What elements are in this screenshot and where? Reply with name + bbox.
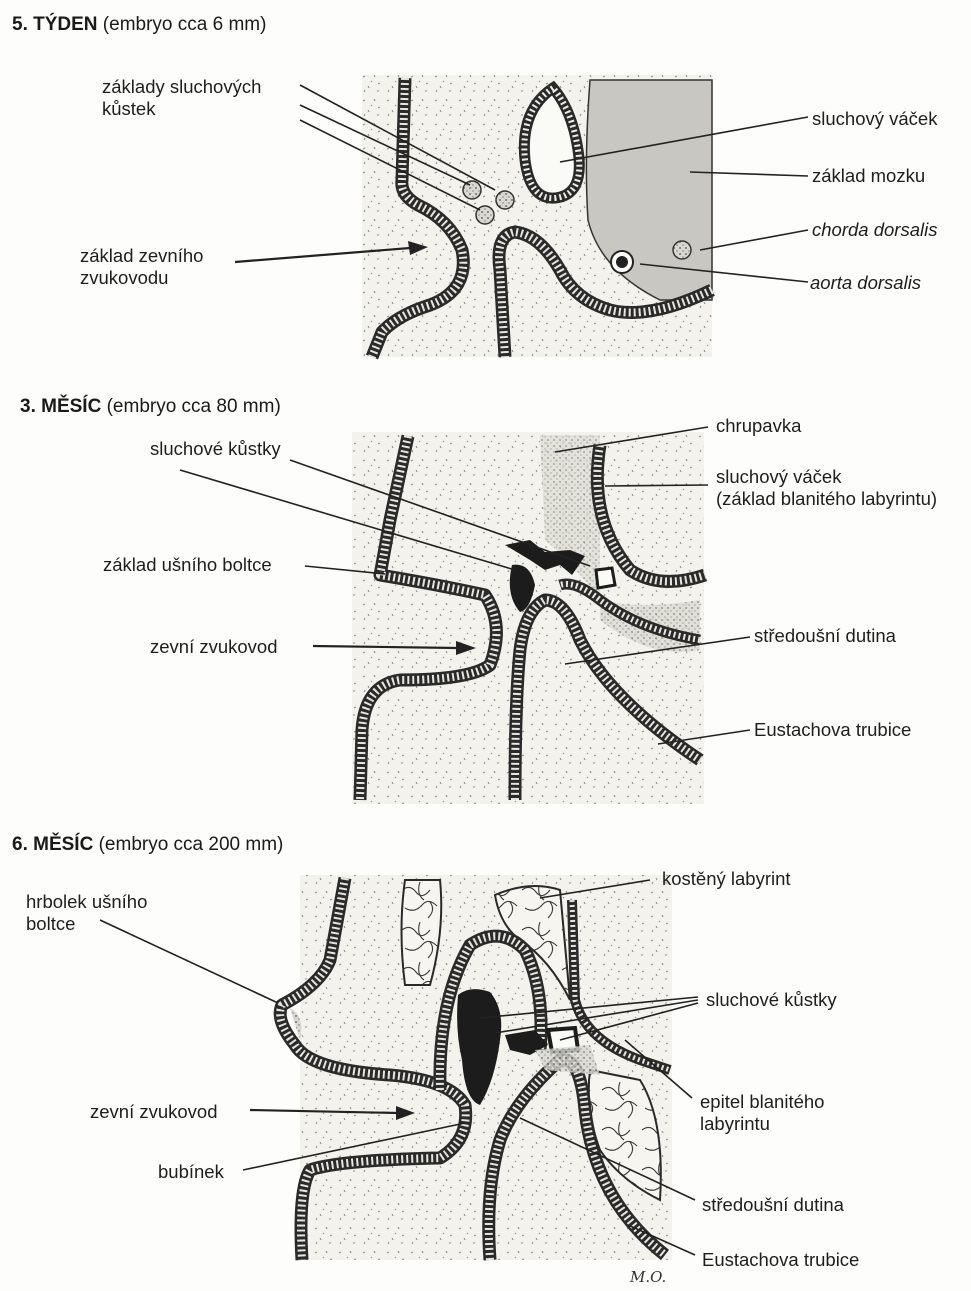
label-chorda-dorsalis: chorda dorsalis (812, 219, 937, 241)
panel-1-title-stage: 5. TÝDEN (12, 14, 98, 35)
label-brain-base-text: základ mozku (812, 165, 925, 187)
label-ossicle-bases-line-2: kůstek (102, 98, 261, 120)
label-outer-canal-base: základ zevního zvukovodu (80, 245, 203, 289)
label-eustachian-3-text: Eustachova trubice (702, 1249, 859, 1271)
panel-2-drawing (352, 432, 705, 804)
label-eustachian-3: Eustachova trubice (702, 1249, 859, 1271)
panel-3-drawing (280, 875, 672, 1260)
panel-1-drawing (362, 75, 712, 357)
label-otic-vesicle-2-line-2: (základ blanitého labyrintu) (716, 488, 937, 510)
panel-1-ossicle-primordium (496, 191, 514, 209)
label-aorta-dorsalis-text: aorta dorsalis (810, 272, 921, 294)
label-otic-vesicle-1: sluchový váček (812, 108, 937, 130)
label-middle-ear-2: středoušní dutina (754, 625, 896, 647)
label-auricle-tubercle: hrbolek ušního boltce (26, 891, 147, 935)
label-chorda-dorsalis-text: chorda dorsalis (812, 219, 937, 241)
panel-2-ossicle (596, 568, 615, 588)
label-middle-ear-3: středoušní dutina (702, 1194, 844, 1216)
label-middle-ear-2-text: středoušní dutina (754, 625, 896, 647)
label-auricle-base-text: základ ušního boltce (103, 554, 272, 576)
label-auricle-base: základ ušního boltce (103, 554, 272, 576)
panel-2-title: 3. MĚSÍC (embryo cca 80 mm) (20, 396, 281, 418)
label-auricle-tubercle-line-1: hrbolek ušního (26, 891, 147, 913)
label-eustachian-2-text: Eustachova trubice (754, 719, 911, 741)
label-cartilage-text: chrupavka (716, 415, 801, 437)
panel-3-title-size: (embryo cca 200 mm) (93, 834, 283, 855)
panel-3-title-stage: 6. MĚSÍC (12, 834, 93, 855)
label-otic-vesicle-2-line-1: sluchový váček (716, 466, 937, 488)
label-ext-canal-3: zevní zvukovod (90, 1101, 218, 1123)
label-eardrum: bubínek (158, 1161, 224, 1183)
label-outer-canal-base-line-1: základ zevního (80, 245, 203, 267)
label-ossicles-3-text: sluchové kůstky (706, 989, 837, 1011)
panel-2-title-stage: 3. MĚSÍC (20, 396, 101, 417)
label-otic-vesicle-2: sluchový váček (základ blanitého labyrin… (716, 466, 937, 510)
author-signature: M.O. (630, 1268, 666, 1286)
label-ossicle-bases-line-1: základy sluchových (102, 76, 261, 98)
label-ext-canal-3-text: zevní zvukovod (90, 1101, 218, 1123)
label-eustachian-2: Eustachova trubice (754, 719, 911, 741)
label-epithelium: epitel blanitého labyrintu (700, 1091, 824, 1135)
label-ossicles-2-text: sluchové kůstky (150, 438, 281, 460)
label-otic-vesicle-1-text: sluchový váček (812, 108, 937, 130)
label-ossicle-bases: základy sluchových kůstek (102, 76, 261, 120)
label-ext-canal-2: zevní zvukovod (150, 636, 278, 658)
label-ossicles-2: sluchové kůstky (150, 438, 281, 460)
panel-1-title: 5. TÝDEN (embryo cca 6 mm) (12, 14, 266, 36)
label-aorta-dorsalis: aorta dorsalis (810, 272, 921, 294)
panel-3-title: 6. MĚSÍC (embryo cca 200 mm) (12, 834, 283, 856)
label-cartilage: chrupavka (716, 415, 801, 437)
label-ossicles-3: sluchové kůstky (706, 989, 837, 1011)
panel-1-title-size: (embryo cca 6 mm) (98, 14, 267, 35)
label-eardrum-text: bubínek (158, 1161, 224, 1183)
label-epithelium-line-1: epitel blanitého (700, 1091, 824, 1113)
panel-2-title-size: (embryo cca 80 mm) (101, 396, 280, 417)
label-auricle-tubercle-line-2: boltce (26, 913, 147, 935)
label-bony-labyrinth: kostěný labyrint (662, 868, 791, 890)
label-outer-canal-base-line-2: zvukovodu (80, 267, 203, 289)
label-bony-labyrinth-text: kostěný labyrint (662, 868, 791, 890)
label-ext-canal-2-text: zevní zvukovod (150, 636, 278, 658)
panel-1-chorda-dorsalis (673, 241, 691, 259)
label-brain-base: základ mozku (812, 165, 925, 187)
label-epithelium-line-2: labyrintu (700, 1113, 824, 1135)
label-middle-ear-3-text: středoušní dutina (702, 1194, 844, 1216)
